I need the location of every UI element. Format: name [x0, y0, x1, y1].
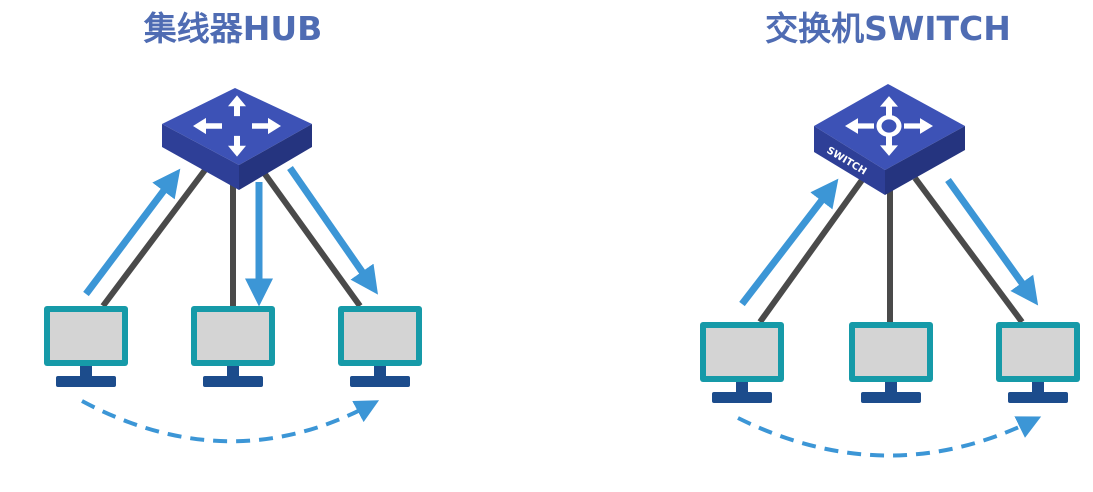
switch-cables	[757, 176, 1025, 324]
switch-front-face	[814, 126, 885, 195]
hub-arrow-up	[83, 168, 181, 297]
computer-monitor-icon	[849, 322, 933, 403]
switch-cable-left	[757, 178, 865, 324]
switch-side-face	[885, 126, 965, 195]
hub-cable-left	[100, 168, 208, 308]
switch-top-face	[814, 84, 965, 170]
hub-front-face	[162, 124, 239, 190]
switch-cable-right	[912, 176, 1025, 324]
switch-flow-arrows	[739, 177, 1039, 307]
switch-network: SWITCH	[700, 84, 1080, 458]
switch-title: 交换机SWITCH	[765, 9, 1011, 48]
computer-monitor-icon	[338, 306, 422, 387]
hub-side-face	[239, 124, 312, 190]
computer-monitor-icon	[44, 306, 128, 387]
switch-arrow-right	[945, 177, 1039, 306]
hub-cables	[100, 168, 363, 308]
switch-dashed-flow	[737, 416, 1042, 458]
hub-title: 集线器HUB	[143, 9, 323, 48]
computer-monitor-icon	[191, 306, 275, 387]
hub-arrow-right	[287, 166, 378, 295]
hub-device	[162, 88, 312, 190]
switch-device: SWITCH	[814, 84, 965, 195]
computer-monitor-icon	[700, 322, 784, 403]
hub-flow-arrows	[83, 166, 378, 307]
switch-arrow-up	[739, 178, 839, 307]
hub-cable-right	[259, 168, 363, 308]
hub-top-face	[162, 88, 312, 165]
computer-monitor-icon	[996, 322, 1080, 403]
hub-network	[44, 88, 422, 444]
hub-dashed-flow	[81, 399, 380, 444]
four-way-arrows-icon	[845, 96, 933, 156]
